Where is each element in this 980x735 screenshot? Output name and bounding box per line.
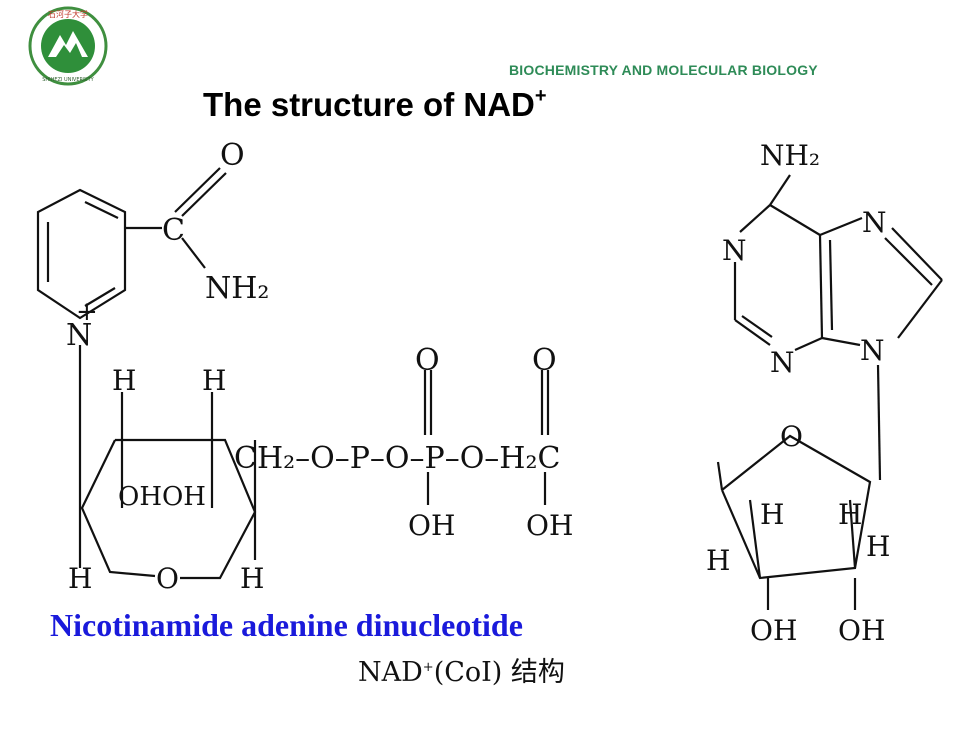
ribose1-h-top-left: H xyxy=(112,364,136,397)
svg-text:SHIHEZI UNIVERSITY: SHIHEZI UNIVERSITY xyxy=(42,77,94,83)
ribose2-h4: H xyxy=(866,530,890,563)
ribose1-h-top-right: H xyxy=(202,364,226,397)
ribose2-oh-right: OH xyxy=(838,614,885,647)
caption-superscript: + xyxy=(422,660,434,675)
ribose2-h2: H xyxy=(838,498,862,531)
title-superscript: + xyxy=(534,85,547,107)
ribose1-h-bottom-left: H xyxy=(68,562,92,595)
adenine-n1-label: N xyxy=(722,234,747,267)
ribose2-oh-left: OH xyxy=(750,614,797,647)
university-seal-icon: 石河子大学 SHIHEZI UNIVERSITY xyxy=(28,6,108,86)
amide-oxygen-label: O xyxy=(220,138,245,173)
adenine-n7-label: N xyxy=(862,206,887,239)
caption-rest: (CoI) 结构 xyxy=(433,657,565,688)
ribose1-ring-oxygen: O xyxy=(156,562,179,595)
caption-prefix: NAD xyxy=(358,657,423,688)
ribose2-ring-oxygen: O xyxy=(780,420,803,453)
phosphate1-oh: OH xyxy=(408,509,455,542)
amide-nh2-label: NH₂ xyxy=(205,271,269,306)
nad-structure-diagram: O C NH₂ N + H H OHOH H O H CH₂–O–P–O–P–O… xyxy=(36,138,943,647)
structure-caption: NAD+(CoI) 结构 xyxy=(358,650,565,689)
ribose2-h3: H xyxy=(706,544,730,577)
pyridinium-charge-label: + xyxy=(76,297,98,327)
ribose1-h-bottom-right: H xyxy=(240,562,264,595)
slide-title-text: The structure of NAD xyxy=(203,86,535,123)
adenine-n3-label: N xyxy=(770,346,795,379)
subject-header: BIOCHEMISTRY AND MOLECULAR BIOLOGY xyxy=(509,62,818,78)
slide-title: The structure of NAD+ xyxy=(203,85,547,124)
phosphate2-oh: OH xyxy=(526,509,573,542)
adenine-nh2-label: NH₂ xyxy=(760,139,820,172)
ribose2-h1: H xyxy=(760,498,784,531)
phosphate2-oxygen: O xyxy=(532,343,557,378)
pyridinium-nitrogen-label: N xyxy=(66,318,92,353)
compound-name: Nicotinamide adenine dinucleotide xyxy=(50,607,523,643)
ribose1-ohoh: OHOH xyxy=(118,482,206,512)
phosphate1-oxygen: O xyxy=(415,343,440,378)
amide-carbon-label: C xyxy=(162,213,185,248)
svg-text:石河子大学: 石河子大学 xyxy=(48,9,88,19)
phosphate-chain-label: CH₂–O–P–O–P–O–H₂C xyxy=(234,441,560,476)
adenine-n9-label: N xyxy=(860,334,885,367)
